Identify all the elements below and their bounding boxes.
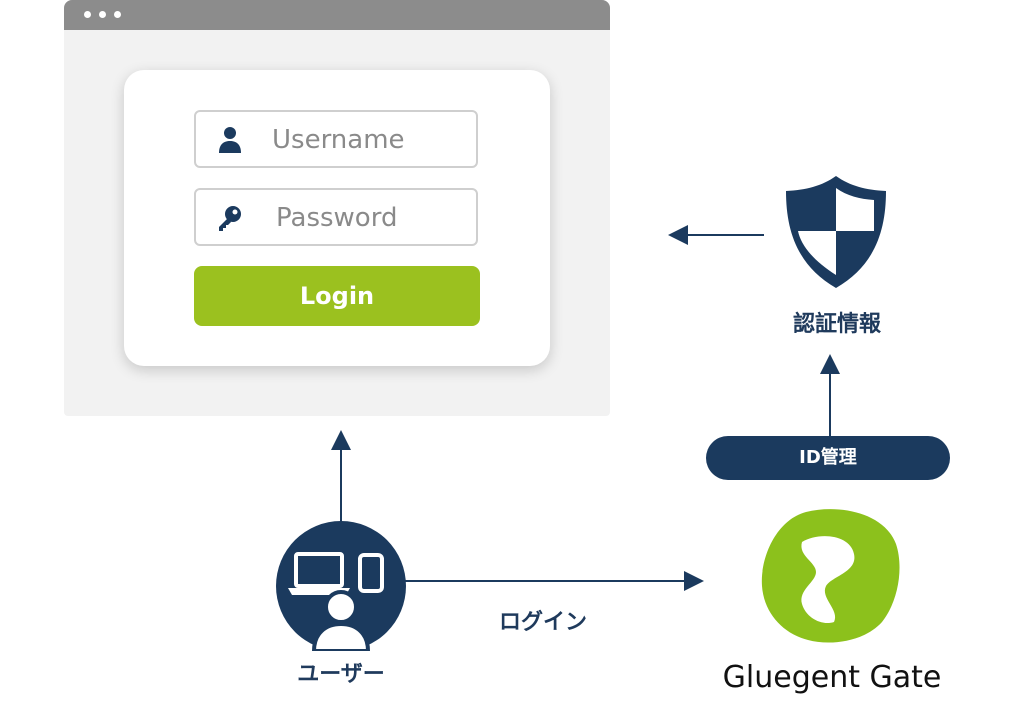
password-field[interactable]: Password <box>194 188 478 246</box>
window-dot <box>99 11 106 18</box>
username-field[interactable]: Username <box>194 110 478 168</box>
user-icon <box>219 127 241 153</box>
gluegent-gate-wordmark: Gluegent Gate <box>722 660 942 695</box>
login-button[interactable]: Login <box>194 266 480 326</box>
window-dot <box>84 11 91 18</box>
password-placeholder: Password <box>276 203 398 233</box>
login-flow-label: ログイン <box>498 610 587 635</box>
gluegent-logo-icon <box>761 509 900 643</box>
id-management-badge: ID管理 <box>706 436 950 480</box>
shield-icon <box>786 176 886 288</box>
window-dot <box>114 11 121 18</box>
key-icon <box>219 206 241 231</box>
user-label: ユーザー <box>297 662 385 687</box>
window-title-bar <box>64 0 610 30</box>
auth-info-label: 認証情報 <box>792 312 881 337</box>
username-placeholder: Username <box>272 125 405 155</box>
devices-user-icon <box>276 521 406 651</box>
